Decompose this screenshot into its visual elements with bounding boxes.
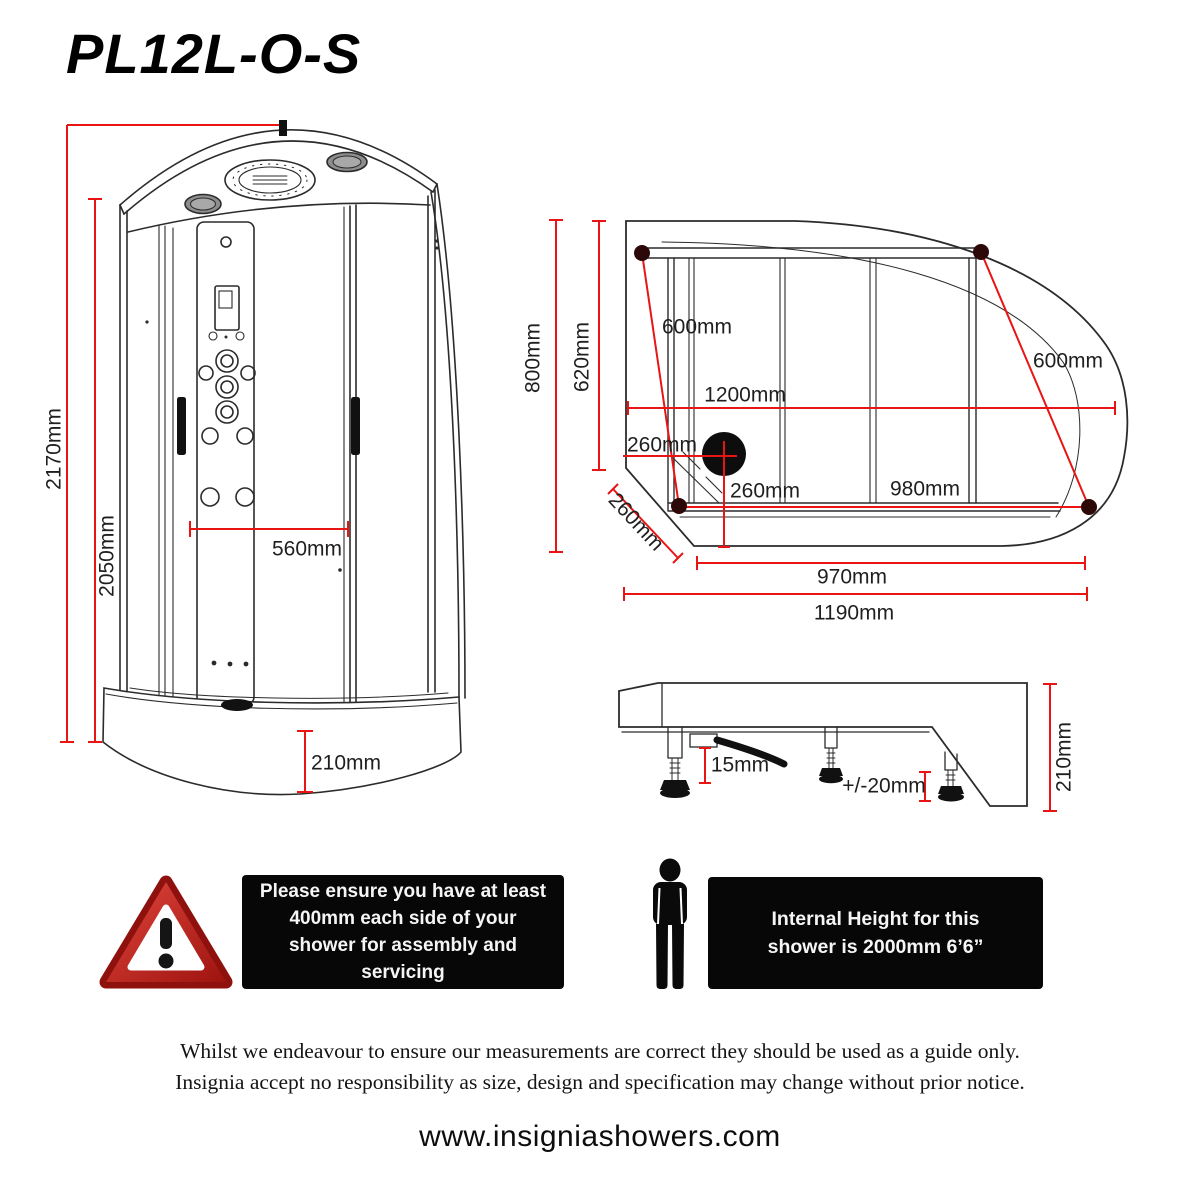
dim-plan-door-opening: 980mm <box>889 477 961 501</box>
dim-front-door-width: 560mm <box>271 537 343 561</box>
dim-plan-left-door: 600mm <box>661 315 733 339</box>
dim-front-tray-height: 210mm <box>310 751 382 775</box>
dim-side-tray-height: 210mm <box>1052 721 1076 793</box>
dim-plan-overall-depth: 800mm <box>521 322 545 394</box>
dim-plan-internal-depth: 620mm <box>570 321 594 393</box>
service-notice: Please ensure you have at least 400mm ea… <box>242 875 564 989</box>
dim-plan-tray-width: 970mm <box>816 565 888 589</box>
dim-plan-drain-left: 260mm <box>626 433 698 457</box>
person-icon <box>653 858 687 989</box>
disclaimer: Whilst we endeavour to ensure our measur… <box>0 1036 1200 1098</box>
dim-front-cabin-height: 2050mm <box>95 515 119 597</box>
dim-side-waste-clearance: 15mm <box>710 753 770 777</box>
dim-front-overall-height: 2170mm <box>42 408 66 490</box>
service-notice-line: Please ensure you have at least <box>259 881 547 902</box>
dim-plan-drain-front: 260mm <box>729 479 801 503</box>
internal-height-line: Internal Height for this <box>771 908 980 930</box>
front-view-drawing <box>60 120 466 796</box>
website-url: www.insigniashowers.com <box>419 1120 781 1153</box>
dim-side-foot-adjustment: +/-20mm <box>842 774 926 798</box>
internal-height-line: shower is 2000mm 6’6” <box>767 936 984 958</box>
internal-height-notice: Internal Height for this shower is 2000m… <box>708 877 1043 989</box>
service-notice-line: 400mm each side of your <box>289 908 517 929</box>
dim-plan-overall-width: 1190mm <box>813 601 895 625</box>
dim-plan-internal-width: 1200mm <box>704 383 786 407</box>
side-view-drawing <box>618 682 1057 812</box>
service-notice-line: shower for assembly and <box>288 935 518 956</box>
warning-triangle-icon <box>99 875 233 989</box>
disclaimer-line: Whilst we endeavour to ensure our measur… <box>180 1039 1020 1063</box>
disclaimer-line: Insignia accept no responsibility as siz… <box>175 1070 1025 1094</box>
page-title: PL12L-O-S <box>66 22 362 85</box>
dim-plan-right-door: 600mm <box>1032 349 1104 373</box>
plan-view-drawing <box>549 219 1129 601</box>
service-notice-line: servicing <box>361 962 445 983</box>
